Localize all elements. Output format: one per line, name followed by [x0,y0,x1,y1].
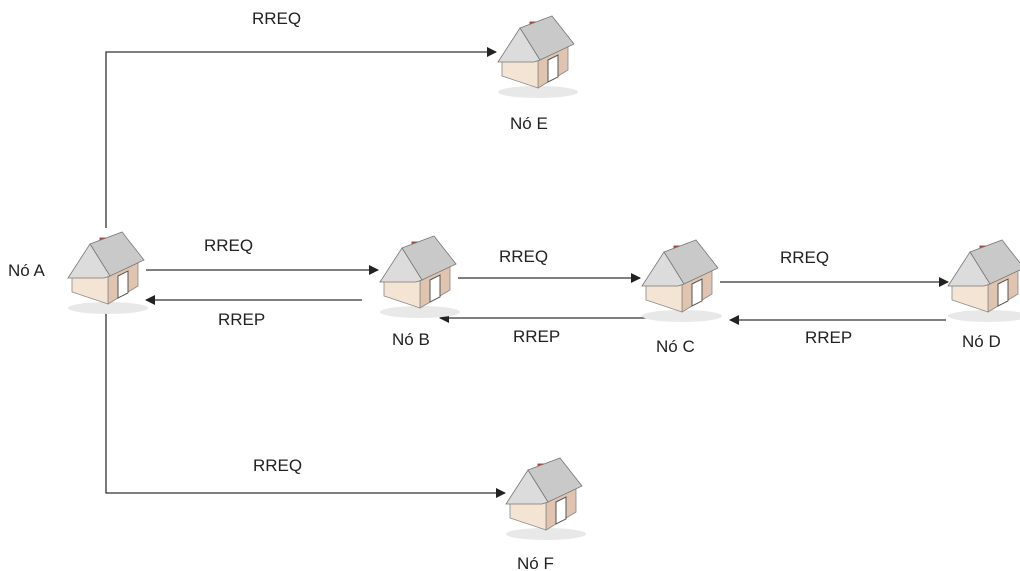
house-icon [641,239,723,323]
edge-label-d-c-rep: RREP [805,328,852,347]
node-c: Nó C [641,239,723,356]
node-c-label: Nó C [656,337,695,356]
node-a-label: Nó A [8,261,46,280]
edge-label-a-b-req: RREQ [204,236,253,255]
node-d-label: Nó D [962,332,1001,351]
house-icon [379,235,461,319]
edge-a-e [105,47,497,228]
node-f: Nó F [505,457,587,571]
node-b-label: Nó B [392,330,430,349]
house-icon [67,231,149,315]
house-icon [947,239,1020,323]
edge-labels: RREQ RREQ RREP RREQ RREP RREQ RREP RREQ [204,9,852,475]
edge-label-c-d-req: RREQ [780,248,829,267]
edge-label-c-b-rep: RREP [513,327,560,346]
edge-label-b-c-req: RREQ [499,247,548,266]
edge-label-b-a-rep: RREP [218,310,265,329]
node-d: Nó D [947,239,1020,351]
connectors [105,47,949,498]
edge-a-f [105,300,506,498]
node-e: Nó E [497,15,579,133]
house-icon [505,457,587,541]
edge-label-a-e: RREQ [252,9,301,28]
edge-label-a-f: RREQ [253,456,302,475]
node-b: Nó B [379,235,461,349]
node-f-label: Nó F [517,554,554,571]
node-a: Nó A [8,231,149,315]
node-e-label: Nó E [510,114,548,133]
house-icon [497,15,579,99]
